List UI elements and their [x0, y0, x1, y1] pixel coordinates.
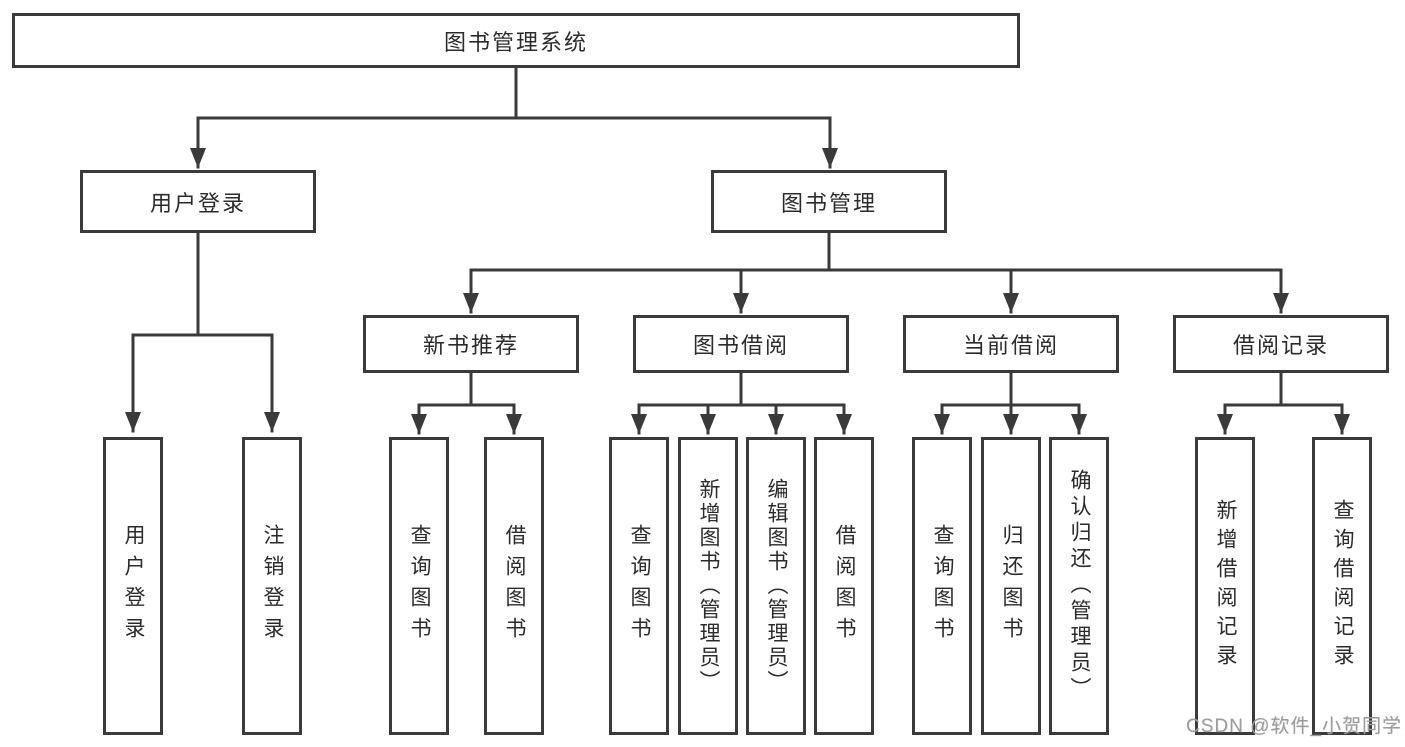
connector-current-borrow-children	[934, 371, 1087, 435]
leaf-confirm-return-admin: 确认归还（管理员）	[1049, 437, 1109, 735]
leaf-query-book-recommend: 查询图书	[389, 437, 449, 735]
leaf-borrow-book: 借阅图书	[814, 437, 874, 735]
leaf-add-book-admin: 新增图书（管理员）	[678, 437, 738, 735]
connector-book-management-children	[463, 231, 1289, 314]
connector-user-login-children	[125, 231, 280, 433]
leaf-query-borrow-record: 查询借阅记录	[1312, 437, 1372, 735]
connector-borrow-records-children	[1217, 371, 1350, 435]
node-current-borrow: 当前借阅	[903, 315, 1119, 373]
node-root-system: 图书管理系统	[12, 13, 1020, 68]
node-user-login: 用户登录	[80, 170, 316, 233]
connector-root-to-level2	[190, 66, 838, 169]
node-book-borrow: 图书借阅	[633, 315, 849, 373]
leaf-user-login: 用户登录	[103, 437, 163, 735]
node-new-book-recommend: 新书推荐	[363, 315, 579, 373]
leaf-edit-book-admin: 编辑图书（管理员）	[746, 437, 806, 735]
leaf-query-book-current: 查询图书	[912, 437, 972, 735]
leaf-query-book-borrow: 查询图书	[609, 437, 669, 735]
csdn-watermark: CSDN @软件_小贺同学	[1186, 716, 1402, 737]
leaf-return-book: 归还图书	[981, 437, 1041, 735]
node-book-management: 图书管理	[711, 170, 947, 233]
leaf-add-borrow-record: 新增借阅记录	[1195, 437, 1255, 735]
connector-new-book-recommend-children	[411, 371, 522, 435]
node-borrow-records: 借阅记录	[1173, 315, 1389, 373]
leaf-logout-login: 注销登录	[242, 437, 302, 735]
connector-book-borrow-children	[631, 371, 852, 435]
leaf-borrow-book-recommend: 借阅图书	[484, 437, 544, 735]
